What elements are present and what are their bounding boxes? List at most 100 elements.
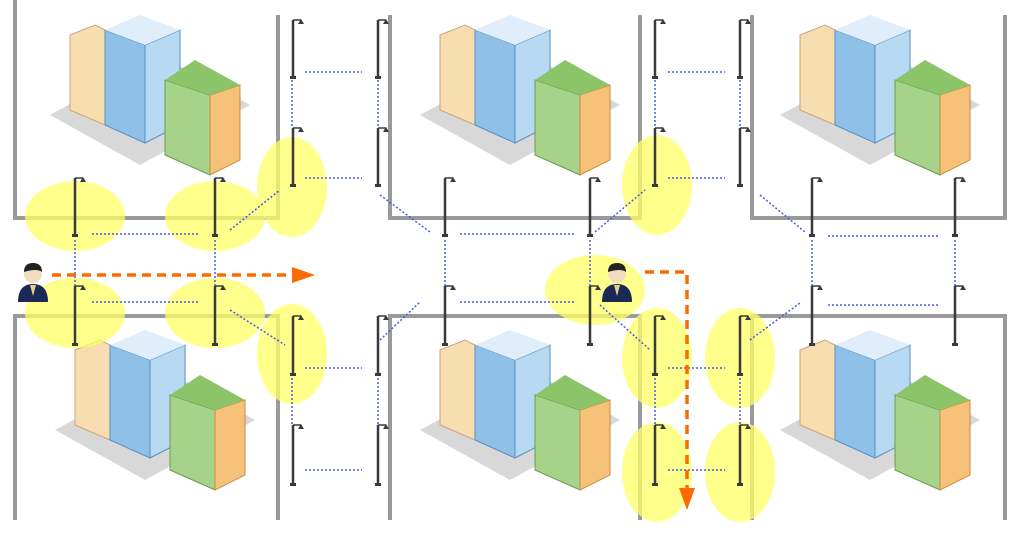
lamp-base: [737, 373, 743, 376]
building-green-roof: [165, 60, 240, 95]
person-hair: [24, 263, 42, 272]
lamp-base: [72, 234, 78, 237]
street-lamp-icon: [290, 315, 304, 376]
link-line: [379, 301, 421, 341]
lamp-base: [809, 234, 815, 237]
building-green-side: [214, 399, 246, 491]
building-small: [74, 339, 111, 441]
pedestrian-icon: [602, 263, 632, 302]
lamp-base: [375, 373, 381, 376]
lamp-base: [375, 76, 381, 79]
lamp-head: [595, 285, 601, 290]
city-block-buildings-icon: [420, 330, 620, 491]
building-green-front: [894, 79, 941, 176]
street-lamp-icon: [290, 127, 304, 187]
building-green-side: [939, 84, 971, 176]
building-tower-roof: [835, 330, 910, 360]
lamp-head: [660, 127, 666, 132]
walking-paths: [52, 267, 695, 510]
street-lamp-icon: [652, 424, 666, 486]
street-lamp-icon: [587, 177, 601, 237]
street-lamp-icon: [375, 127, 389, 187]
path-arrowhead: [292, 267, 315, 283]
building-small: [439, 24, 476, 126]
street-lamps: [72, 19, 966, 486]
building-tower-roof: [475, 330, 550, 360]
lamp-base: [290, 76, 296, 79]
street-lamp-icon: [72, 285, 86, 346]
light-zone: [622, 308, 692, 408]
building-small: [799, 24, 836, 126]
road-edges: [13, 0, 1007, 520]
street-lamp-icon: [290, 19, 304, 79]
link-line: [379, 194, 431, 233]
lamp-head: [298, 315, 304, 320]
street-lamp-icon: [809, 177, 823, 237]
road-edge: [750, 314, 1007, 520]
path-arrowhead: [679, 488, 695, 510]
lamp-head: [298, 127, 304, 132]
building-tower-front: [104, 29, 146, 144]
building-small: [69, 24, 106, 126]
lamp-base: [212, 234, 218, 237]
building-tower-roof: [105, 15, 180, 45]
lamp-head: [80, 177, 86, 182]
building-green-front: [534, 79, 581, 176]
street-lamp-icon: [652, 19, 666, 79]
building-tower-front: [834, 29, 876, 144]
lamp-base: [652, 373, 658, 376]
lamp-head: [745, 19, 751, 24]
street-lamp-icon: [737, 315, 751, 376]
lamp-head: [383, 127, 389, 132]
street-lamp-icon: [212, 285, 226, 346]
lamp-head: [660, 19, 666, 24]
link-line: [229, 189, 281, 231]
lamp-head: [960, 285, 966, 290]
link-line: [599, 304, 651, 351]
city-block-buildings-icon: [55, 330, 255, 491]
link-line: [759, 194, 806, 233]
lamp-base: [442, 343, 448, 346]
pedestrian-icon: [18, 263, 48, 302]
building-tower-front: [109, 344, 151, 459]
building-tower-roof: [110, 330, 185, 360]
city-block-buildings-icon: [780, 15, 980, 176]
street-lamp-icon: [442, 285, 456, 346]
street-lamp-icon: [809, 285, 823, 346]
street-lamp-icon: [587, 285, 601, 346]
street-lamp-icon: [290, 424, 304, 486]
road-edge: [750, 15, 1007, 220]
street-lamp-icon: [737, 19, 751, 79]
lamp-head: [450, 177, 456, 182]
building-green-roof: [895, 60, 970, 95]
building-green-side: [579, 399, 611, 491]
street-lamp-icon: [952, 177, 966, 237]
building-green-front: [169, 394, 216, 491]
lamp-head: [595, 177, 601, 182]
lamp-head: [298, 19, 304, 24]
lamp-head: [817, 177, 823, 182]
lamp-base: [652, 483, 658, 486]
link-line: [229, 309, 286, 346]
building-small: [439, 339, 476, 441]
building-green-front: [164, 79, 211, 176]
city-block-buildings-icon: [780, 330, 980, 491]
building-green-roof: [535, 375, 610, 410]
lamp-base: [587, 343, 593, 346]
street-lamp-icon: [442, 177, 456, 237]
street-lamp-icon: [652, 127, 666, 187]
lamp-head: [817, 285, 823, 290]
lamp-head: [298, 424, 304, 429]
lamp-head: [383, 315, 389, 320]
lamp-base: [72, 343, 78, 346]
street-lamp-icon: [737, 127, 751, 187]
link-line: [594, 189, 646, 233]
lamp-head: [220, 177, 226, 182]
street-lamp-icon: [72, 177, 86, 237]
lamp-head: [960, 177, 966, 182]
lamp-head: [745, 127, 751, 132]
lamp-base: [737, 184, 743, 187]
lamp-head: [80, 285, 86, 290]
road-edge: [13, 314, 280, 520]
